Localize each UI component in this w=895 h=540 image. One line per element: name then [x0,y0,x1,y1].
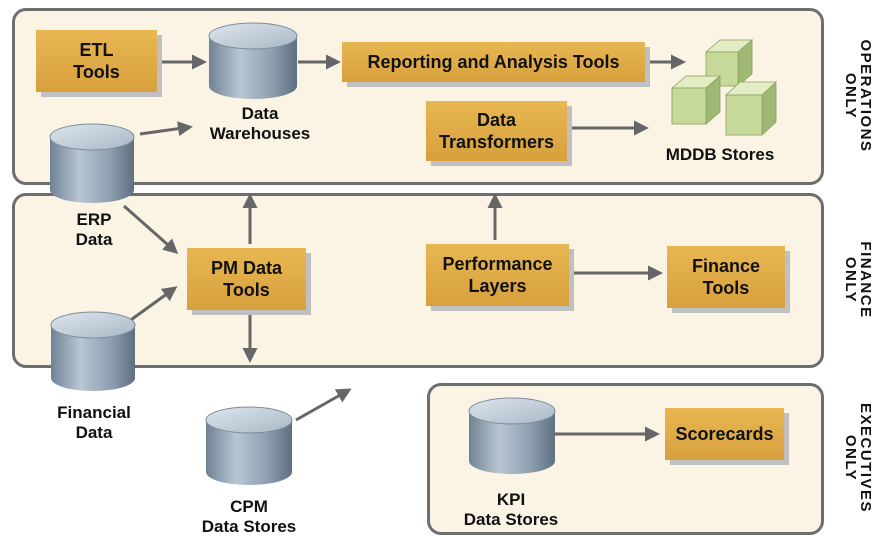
etl-tools-label: ETL Tools [73,40,120,82]
pm-data-tools-box: PM Data Tools [187,248,306,310]
executives-only-label: EXECUTIVES ONLY [842,383,874,533]
finance-tools-label: Finance Tools [691,256,761,298]
performance-layers-box: Performance Layers [426,244,569,306]
finance-tools-box: Finance Tools [667,246,785,308]
mddb-stores-label: MDDB Stores [665,145,775,164]
arrow-cpm-up [295,388,352,422]
executives-only-text: EXECUTIVES ONLY [842,402,874,514]
finance-only-label: FINANCE ONLY [842,225,874,335]
scorecards-label: Scorecards [675,424,774,444]
pm-data-tools-label: PM Data Tools [210,258,282,300]
cpm-data-stores-cylinder [205,406,293,485]
financial-data-label: Financial Data [57,403,131,442]
scorecards-box: Scorecards [665,408,784,460]
reporting-tools-label: Reporting and Analysis Tools [367,52,620,72]
operations-only-label: OPERATIONS ONLY [842,21,874,171]
kpi-data-stores-label: KPI Data Stores [463,490,559,529]
etl-tools-box: ETL Tools [36,30,157,92]
data-transformers-label: Data Transformers [438,110,555,152]
operations-only-text: OPERATIONS ONLY [842,39,874,153]
data-transformers-box: Data Transformers [426,101,567,161]
performance-layers-label: Performance Layers [442,254,553,296]
erp-data-label: ERP Data [75,210,113,249]
reporting-tools-box: Reporting and Analysis Tools [342,42,645,82]
cpm-data-stores-label: CPM Data Stores [201,497,297,536]
data-warehouses-label: Data Warehouses [209,104,311,143]
finance-only-text: FINANCE ONLY [842,241,874,319]
